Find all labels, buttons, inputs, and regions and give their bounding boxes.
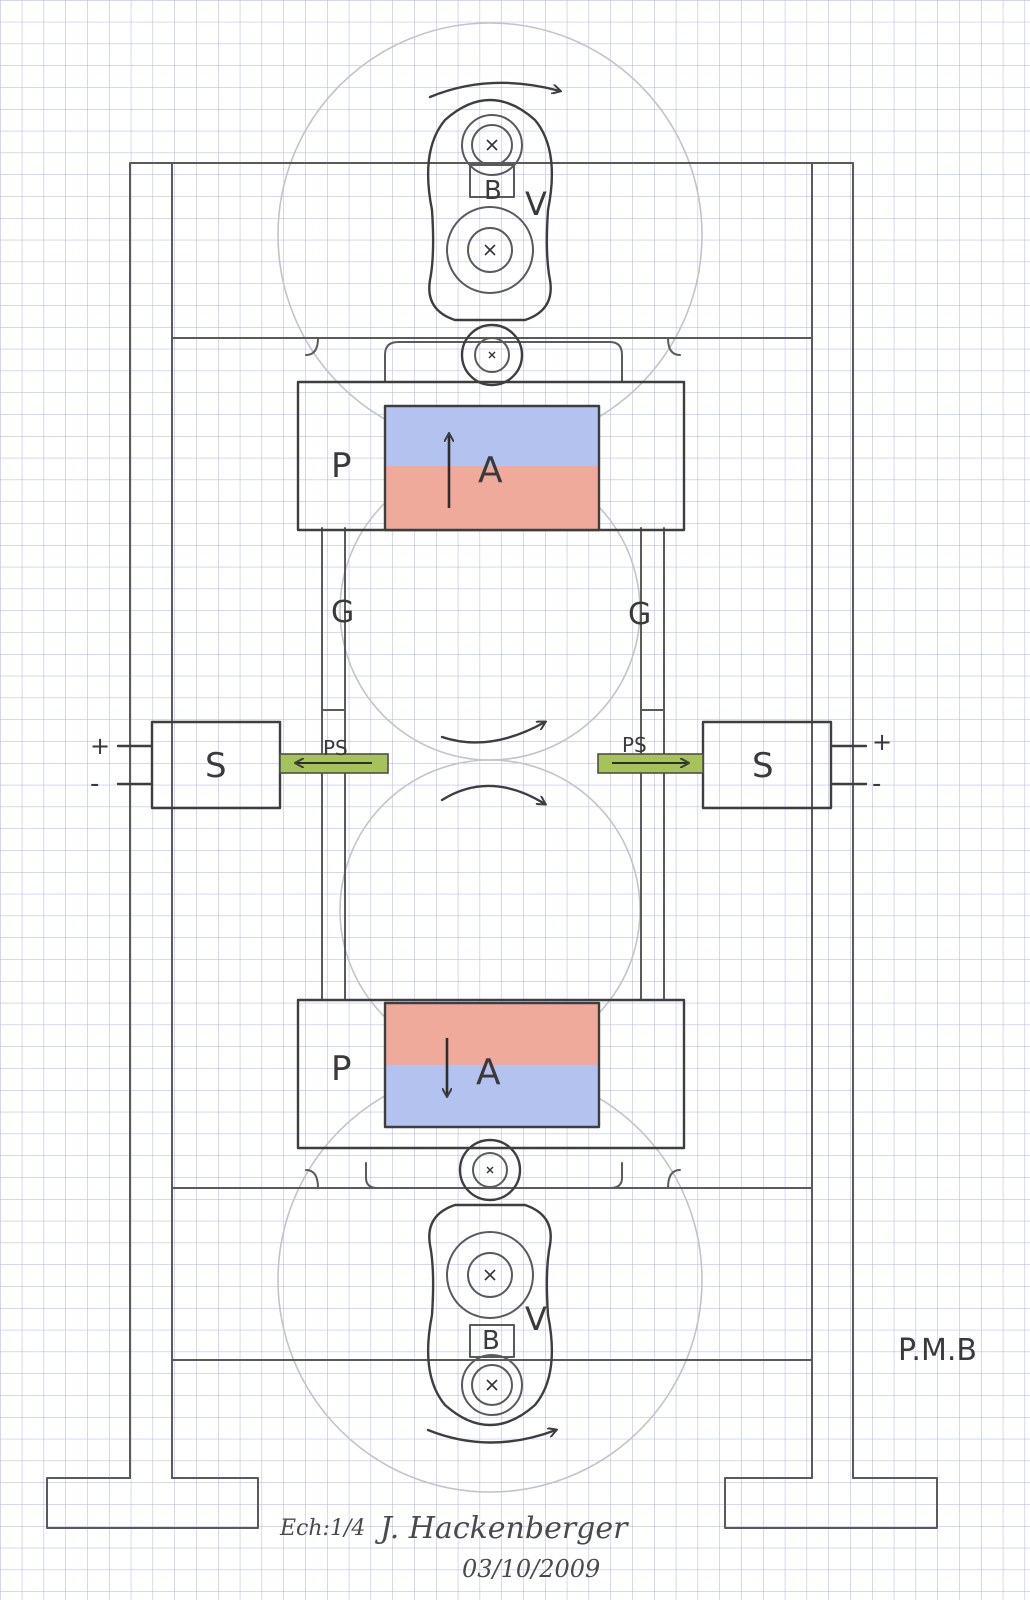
author-signature: J. Hackenberger [374, 1511, 629, 1546]
bottom-magnet-label: A [476, 1052, 501, 1093]
bottom-flywheel-label: V [525, 1300, 547, 1338]
right-plus-label: + [872, 728, 892, 756]
left-solenoid-label: S [205, 746, 227, 786]
left-minus-label: - [90, 769, 99, 799]
right-solenoid [597, 720, 868, 810]
machine-name: P.M.B [898, 1333, 977, 1368]
right-minus-label: - [872, 769, 881, 799]
top-magnet-label: A [478, 450, 503, 491]
scale-note: Ech:1/4 [279, 1516, 365, 1541]
left-solenoid [116, 720, 389, 810]
left-guide-label: G [331, 595, 354, 630]
bottom-crank [426, 1138, 556, 1444]
top-magnet-red-band [385, 466, 599, 530]
top-arm-label: B [484, 176, 502, 206]
labels: B V P A G G S S PS PS + - + - P A V B P.… [90, 176, 977, 1368]
bottom-plate [296, 998, 686, 1150]
bottom-magnet-blue-band [385, 1065, 599, 1127]
top-crank [426, 81, 560, 387]
top-flywheel-label: V [525, 185, 547, 223]
left-push-shaft-label: PS [323, 736, 348, 760]
right-guide-label: G [628, 597, 651, 632]
top-plate [296, 380, 686, 532]
bottom-arm-label: B [482, 1326, 500, 1356]
bottom-magnet-red-band [385, 1003, 599, 1065]
right-solenoid-label: S [752, 746, 774, 786]
left-plus-label: + [90, 732, 110, 760]
right-push-shaft-label: PS [622, 733, 647, 757]
bottom-plate-label: P [331, 1049, 352, 1089]
drawing-date: 03/10/2009 [462, 1555, 600, 1583]
top-magnet-blue-band [385, 406, 599, 466]
footer: Ech:1/4 J. Hackenberger 03/10/2009 [279, 1511, 629, 1583]
top-plate-label: P [331, 446, 352, 486]
rotation-arrows [440, 722, 545, 804]
